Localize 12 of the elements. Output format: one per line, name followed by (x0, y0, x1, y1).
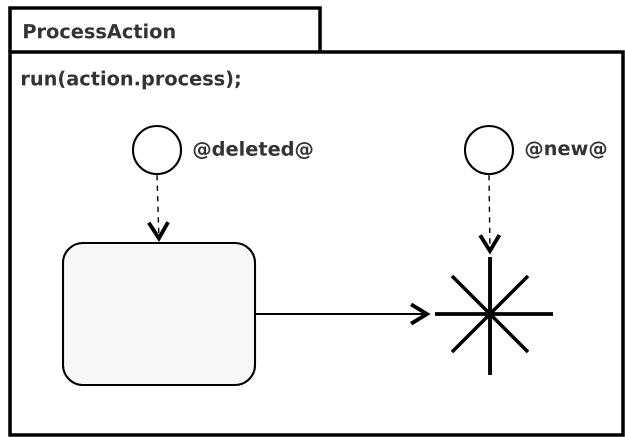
rounded-box (62, 242, 256, 386)
frame-text: run(action.process); (22, 70, 240, 90)
state-label: @new@ (526, 142, 606, 158)
star-symbol (435, 257, 553, 375)
arrow (147, 175, 170, 242)
frame-title: ProcessAction (24, 24, 175, 38)
arrow (478, 175, 502, 255)
state-circle (132, 124, 182, 176)
state-label: @deleted@ (194, 140, 312, 160)
arrow (256, 302, 431, 326)
frame (8, 6, 625, 437)
state-circle (464, 124, 514, 176)
